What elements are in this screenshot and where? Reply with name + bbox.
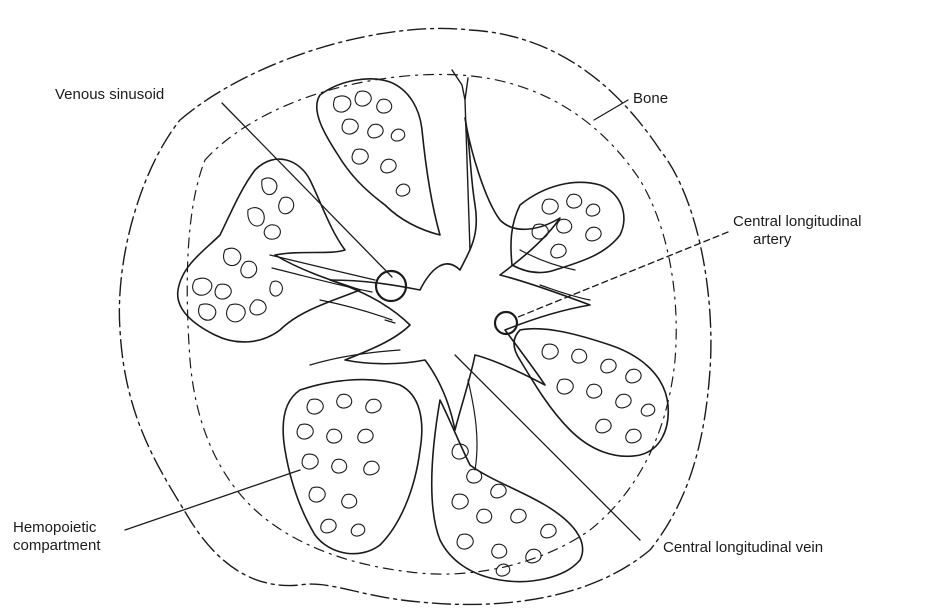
wedge-cells-top — [334, 91, 410, 196]
leader-central-artery — [518, 232, 728, 317]
hemopoietic-wedge-upper-right — [511, 182, 624, 272]
label-central-longitudinal-vein: Central longitudinal vein — [663, 539, 823, 557]
central-cavity — [330, 118, 590, 430]
leader-hemopoietic-compartment — [125, 470, 300, 530]
top-radial-vessel — [452, 70, 470, 250]
wedge-cells-lower-left — [297, 394, 381, 536]
label-central-longitudinal-artery-line1: Central longitudinal — [733, 213, 861, 231]
wedge-cells-upper-left — [193, 178, 294, 322]
sinusoid-channels — [270, 250, 590, 470]
label-venous-sinusoid: Venous sinusoid — [55, 86, 164, 104]
label-central-longitudinal-artery: Central longitudinal artery — [733, 213, 861, 249]
label-central-longitudinal-artery-line2: artery — [733, 231, 861, 249]
label-hemopoietic-compartment-line1: Hemopoietic — [13, 519, 101, 537]
bone-outer-boundary — [119, 28, 711, 604]
label-hemopoietic-compartment-line2: compartment — [13, 537, 101, 555]
hemopoietic-wedge-upper-left — [178, 159, 360, 342]
label-bone: Bone — [633, 90, 668, 108]
leader-bone — [594, 100, 628, 120]
label-hemopoietic-compartment: Hemopoietic compartment — [13, 519, 101, 555]
leader-central-vein — [455, 355, 640, 540]
